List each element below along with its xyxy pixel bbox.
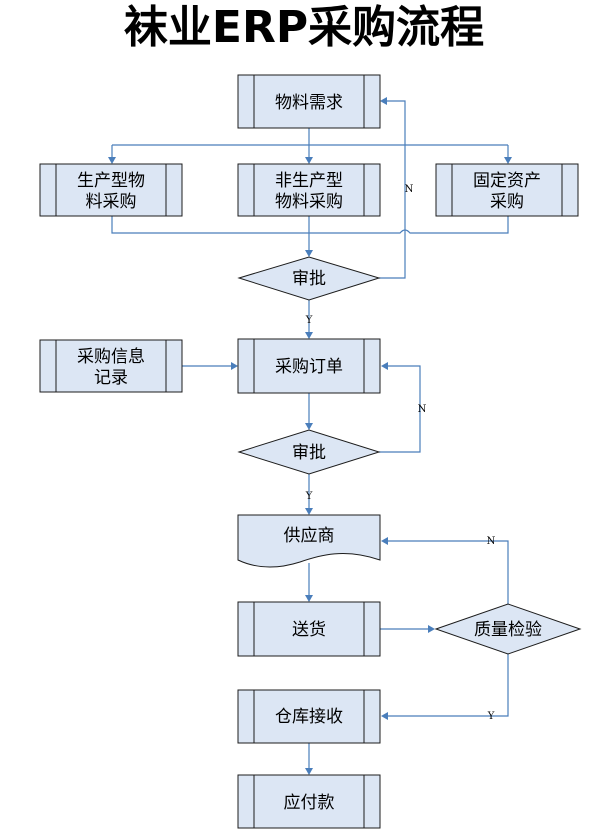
- node-label: 审批: [292, 443, 326, 463]
- node-label-line2: 料采购: [86, 192, 137, 212]
- node-label: 审批: [292, 269, 326, 289]
- connector-approval1-no-loop: [379, 100, 406, 279]
- node-supplier: 供应商: [237, 514, 381, 568]
- arrowhead: [380, 97, 387, 105]
- node-approval-1: 审批: [237, 256, 381, 301]
- node-material-demand: 物料需求: [237, 74, 381, 129]
- node-accounts-payable: 应付款: [237, 774, 381, 829]
- edge-label-no: N: [487, 536, 496, 547]
- connector-demand-to-split: [111, 128, 509, 157]
- arrowhead: [381, 712, 388, 720]
- node-label: 仓库接收: [275, 707, 343, 727]
- arrowhead: [428, 625, 435, 633]
- node-fixed-asset-purchase: 固定资产 采购: [435, 163, 579, 217]
- node-approval-2: 审批: [237, 429, 381, 475]
- arrowhead: [305, 508, 313, 515]
- node-label-line2: 物料采购: [275, 192, 343, 212]
- edge-label-no: N: [418, 404, 427, 415]
- arrowhead: [504, 157, 512, 164]
- connector-approval2-no-loop: [379, 365, 421, 453]
- node-label-line1: 固定资产: [473, 171, 541, 191]
- connector-branches-to-approval: [111, 216, 509, 250]
- node-purchase-order: 采购订单: [237, 338, 381, 394]
- arrowhead: [305, 595, 313, 602]
- node-label: 物料需求: [275, 93, 343, 113]
- node-label-line2: 采购: [490, 192, 524, 212]
- connectors: [108, 97, 512, 775]
- node-label: 送货: [292, 620, 326, 640]
- edge-label-yes: Y: [305, 315, 313, 326]
- node-production-purchase: 生产型物 料采购: [39, 163, 183, 217]
- node-label: 质量检验: [474, 620, 542, 640]
- node-label: 采购订单: [275, 357, 343, 377]
- arrowhead: [305, 423, 313, 430]
- node-label-line2: 记录: [94, 368, 128, 388]
- node-label-line1: 生产型物: [77, 171, 145, 191]
- node-delivery: 送货: [237, 601, 381, 657]
- page-title: 袜业ERP采购流程: [124, 2, 484, 53]
- node-purchase-info-record: 采购信息 记录: [39, 339, 183, 393]
- arrowhead: [305, 250, 313, 257]
- node-label-line1: 采购信息: [77, 347, 145, 367]
- node-label-line1: 非生产型: [275, 171, 343, 191]
- arrowhead: [305, 332, 313, 339]
- arrowhead: [381, 537, 388, 545]
- node-non-production-purchase: 非生产型 物料采购: [237, 163, 381, 217]
- node-label: 应付款: [284, 793, 335, 813]
- connector-inspection-yes: [388, 654, 509, 717]
- node-label: 供应商: [284, 526, 335, 546]
- arrowhead: [231, 362, 238, 370]
- edge-label-no: N: [405, 184, 414, 195]
- connector-inspection-no: [388, 540, 509, 604]
- arrowhead: [305, 157, 313, 164]
- edge-label-yes: Y: [487, 711, 495, 722]
- node-quality-inspection: 质量检验: [434, 603, 582, 655]
- arrowhead: [305, 768, 313, 775]
- arrowhead: [108, 157, 116, 164]
- edge-label-yes: Y: [305, 491, 313, 502]
- arrowhead: [381, 362, 388, 370]
- node-warehouse-receipt: 仓库接收: [237, 689, 381, 744]
